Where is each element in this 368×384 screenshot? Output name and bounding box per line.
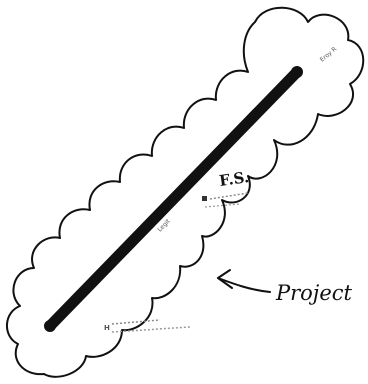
start-note: H bbox=[104, 324, 110, 332]
arrow-icon bbox=[218, 278, 270, 292]
fs-scribble-2 bbox=[205, 204, 240, 207]
end-note: Eroy R bbox=[319, 46, 338, 64]
start-point bbox=[44, 320, 56, 332]
project-label: Project bbox=[275, 281, 353, 305]
arrow-head bbox=[218, 270, 232, 288]
fs-label: F.S. bbox=[218, 168, 250, 190]
start-scribble bbox=[112, 320, 160, 324]
fs-marker bbox=[202, 196, 207, 201]
end-point bbox=[291, 66, 303, 78]
